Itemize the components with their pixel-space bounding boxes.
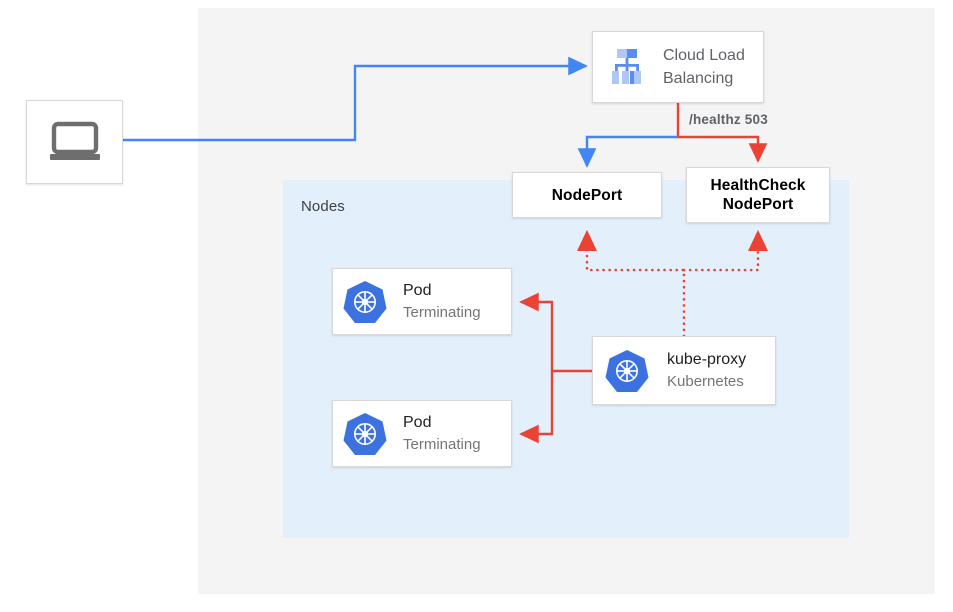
nodeport-box[interactable]: NodePort bbox=[512, 172, 662, 218]
cloud-load-balancing-icon bbox=[603, 43, 651, 91]
pod-status: Terminating bbox=[403, 303, 481, 321]
cloud-load-balancing-box[interactable]: Cloud Load Balancing bbox=[592, 31, 764, 103]
edge-load-balancer-to-nodeport bbox=[577, 135, 678, 168]
kubernetes-icon bbox=[341, 278, 389, 326]
kube-proxy-subtitle: Kubernetes bbox=[667, 372, 744, 390]
nodeport-label: NodePort bbox=[551, 186, 623, 204]
pod-box-2[interactable]: Pod Terminating bbox=[332, 400, 512, 467]
healthcheck-nodeport-line-2: NodePort bbox=[722, 196, 794, 213]
laptop-icon bbox=[47, 120, 103, 164]
client-box[interactable] bbox=[26, 100, 123, 184]
kubernetes-icon bbox=[341, 410, 389, 458]
kubernetes-icon bbox=[603, 347, 651, 395]
edge-client-to-load-balancer bbox=[123, 56, 588, 142]
healthz-503-label: /healthz 503 bbox=[689, 112, 768, 127]
kube-proxy-title: kube-proxy bbox=[667, 350, 747, 368]
edge-load-balancer-to-healthcheck-nodeport bbox=[676, 103, 768, 163]
edge-kube-proxy-to-nodeports bbox=[576, 229, 769, 338]
edge-kube-proxy-to-pod-1 bbox=[519, 292, 592, 373]
pod-box-1[interactable]: Pod Terminating bbox=[332, 268, 512, 335]
kube-proxy-box[interactable]: kube-proxy Kubernetes bbox=[592, 336, 776, 405]
cloud-load-balancing-line-2: Balancing bbox=[663, 70, 734, 87]
healthcheck-nodeport-line-1: HealthCheck bbox=[710, 177, 806, 194]
edge-kube-proxy-to-pod-2 bbox=[519, 371, 554, 444]
pod-title: Pod bbox=[403, 413, 432, 431]
nodes-region-label: Nodes bbox=[301, 198, 345, 215]
cloud-load-balancing-line-1: Cloud Load bbox=[663, 47, 745, 64]
pod-title: Pod bbox=[403, 281, 432, 299]
healthcheck-nodeport-box[interactable]: HealthCheck NodePort bbox=[686, 167, 830, 223]
pod-status: Terminating bbox=[403, 435, 481, 453]
